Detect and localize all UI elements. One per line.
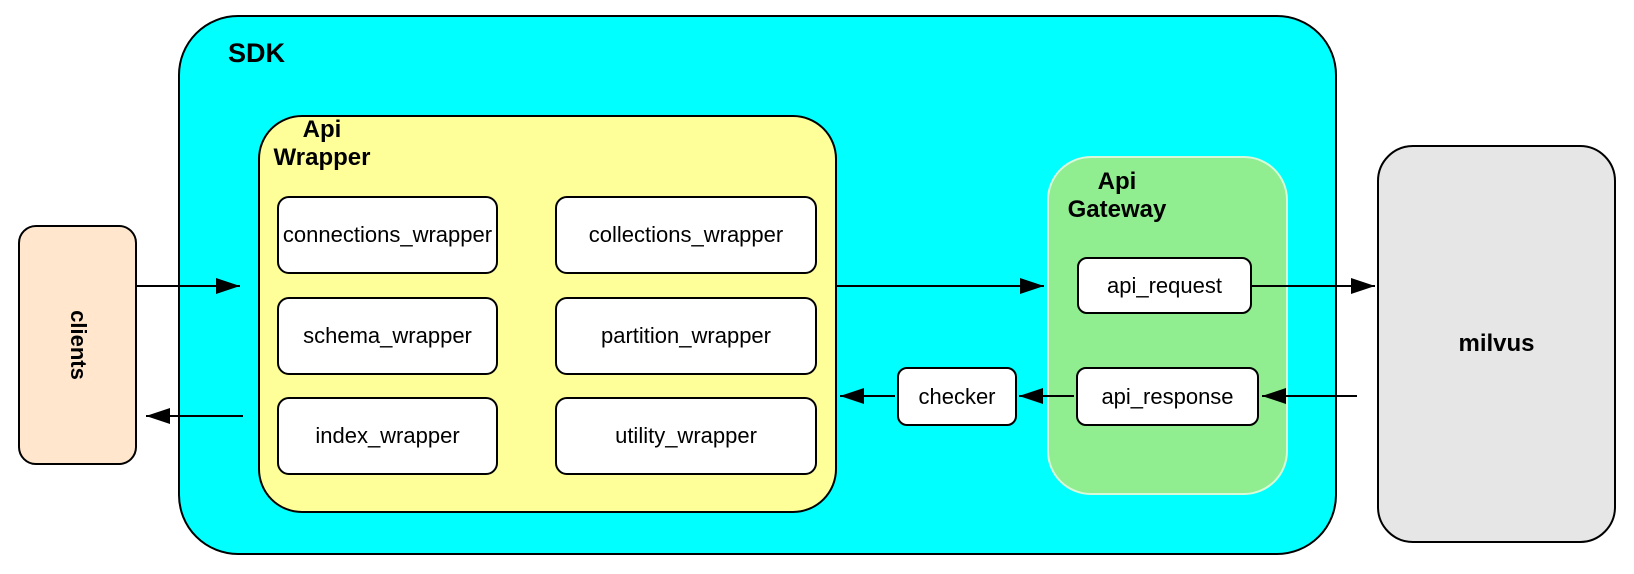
- api-gateway-container: [1047, 156, 1288, 495]
- node-milvus-label: milvus: [1458, 330, 1535, 357]
- node-api-request-label: api_request: [1107, 272, 1222, 298]
- node-milvus: milvus: [1377, 145, 1616, 543]
- node-checker: checker: [897, 367, 1017, 426]
- node-collections-wrapper: collections_wrapper: [555, 196, 817, 274]
- node-api-request: api_request: [1077, 257, 1252, 314]
- node-clients-label: clients: [65, 310, 91, 380]
- node-collections-wrapper-label: collections_wrapper: [588, 222, 784, 247]
- node-checker-label: checker: [918, 383, 996, 409]
- node-schema-wrapper: schema_wrapper: [277, 297, 498, 375]
- api-wrapper-label: Api Wrapper: [260, 116, 384, 172]
- node-index-wrapper-label: index_wrapper: [315, 423, 460, 448]
- node-api-response: api_response: [1076, 367, 1259, 426]
- node-utility-wrapper: utility_wrapper: [555, 397, 817, 475]
- node-partition-wrapper: partition_wrapper: [555, 297, 817, 375]
- api-wrapper-label-line2: Wrapper: [273, 144, 371, 171]
- node-clients: clients: [18, 225, 137, 465]
- node-utility-wrapper-label: utility_wrapper: [615, 423, 757, 448]
- api-gateway-label-line1: Api: [1097, 168, 1137, 195]
- api-wrapper-label-line1: Api: [302, 116, 342, 143]
- api-gateway-label-line2: Gateway: [1067, 196, 1167, 223]
- node-connections-wrapper-label: connections_wrapper: [282, 222, 493, 247]
- node-api-response-label: api_response: [1101, 383, 1234, 409]
- sdk-label: SDK: [228, 38, 286, 68]
- node-index-wrapper: index_wrapper: [277, 397, 498, 475]
- node-partition-wrapper-label: partition_wrapper: [601, 323, 771, 348]
- node-schema-wrapper-label: schema_wrapper: [303, 323, 472, 348]
- node-connections-wrapper: connections_wrapper: [277, 196, 498, 274]
- api-gateway-label: Api Gateway: [1055, 168, 1179, 224]
